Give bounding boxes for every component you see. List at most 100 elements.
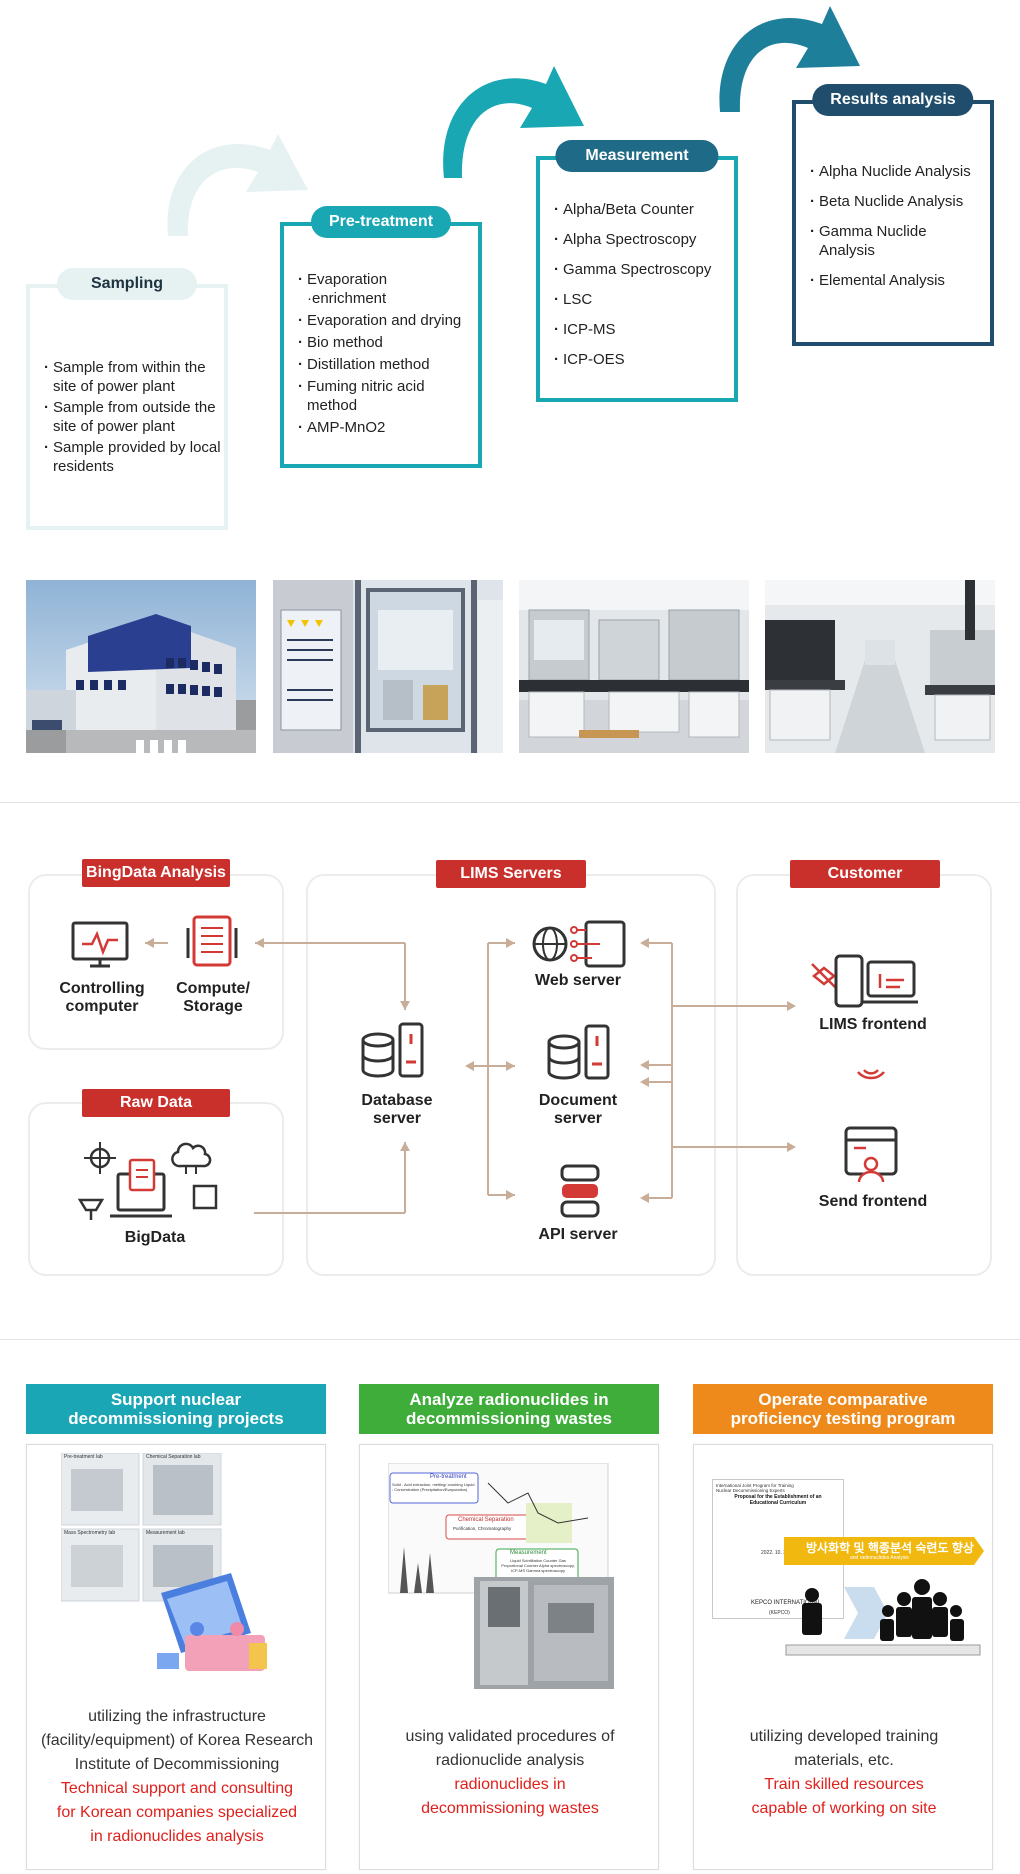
api-server-icon (560, 1164, 600, 1218)
diagram-pretreatment-text: Solid : Acid extraction, melting/ crushi… (392, 1482, 475, 1492)
card-text: utilizing developed training materials, … (749, 1728, 939, 1769)
card-description: utilizing the infrastructure (facility/e… (27, 1705, 327, 1849)
list-item: Sample from within the site of power pla… (44, 358, 224, 396)
lims-frontend-label: LIMS frontend (819, 1016, 927, 1033)
lims-frontend-icon (811, 954, 918, 1008)
section-divider (0, 802, 1020, 803)
lab-interior-photo (519, 580, 749, 753)
list-item: Gamma Nuclide Analysis (810, 222, 950, 260)
card-operate: International Joint Program for Training… (693, 1444, 993, 1870)
training-illustration (784, 1537, 984, 1656)
raw-data-panel (28, 1102, 284, 1276)
list-item: Alpha/Beta Counter (554, 200, 736, 219)
send-frontend-label: Send frontend (818, 1193, 928, 1210)
stage-sampling: Sampling Sample from within the site of … (26, 268, 228, 530)
list-item: Sample provided by local residents (44, 438, 224, 476)
list-item: ICP-OES (554, 350, 736, 369)
api-server-label: API server (538, 1226, 618, 1243)
signal-icon (857, 1069, 885, 1080)
list-item: Fuming nitric acid method (298, 377, 458, 415)
card-support: Pre-treatment lab Chemical Separation la… (26, 1444, 326, 1870)
customer-panel (736, 874, 992, 1276)
stage-measurement: Measurement Alpha/Beta Counter Alpha Spe… (536, 140, 738, 402)
card-highlight: radionuclides in decommissioning wastes (421, 1776, 599, 1817)
list-item: Alpha Nuclide Analysis (810, 162, 992, 181)
doc-line: Nuclear Decommissioning Experts (716, 1488, 785, 1493)
doc-org: KEPCO INTERNATIONAL (751, 1600, 822, 1606)
card-text: utilizing the infrastructure (facility/e… (40, 1708, 314, 1773)
stage-list: Evaporation ·enrichment Evaporation and … (298, 270, 478, 437)
diagram-chemsep-title: Chemical Separation (458, 1517, 514, 1523)
group-label-customer: Customer (790, 860, 940, 888)
list-item: AMP-MnO2 (298, 418, 478, 437)
group-label-raw-data: Raw Data (82, 1089, 230, 1117)
curved-arrow-icon (167, 134, 308, 236)
database-server-label: Database server (361, 1092, 433, 1127)
list-item: Distillation method (298, 355, 478, 374)
banner-text: 방사화학 및 핵종분석 숙련도 향상 (806, 1541, 974, 1555)
database-server-icon (361, 1022, 424, 1078)
send-frontend-icon (844, 1126, 898, 1183)
stage-title: Measurement (555, 140, 719, 172)
card-description: using validated procedures of radionucli… (360, 1725, 660, 1821)
diagram-pretreatment-title: Pre-treatment (430, 1474, 467, 1480)
card-analyze: Pre-treatment Solid : Acid extraction, m… (359, 1444, 659, 1870)
curved-arrow-icon (443, 66, 584, 178)
stage-title: Pre-treatment (310, 206, 452, 238)
diagram-measure-title: Measurement (510, 1550, 547, 1556)
monitor-icon (71, 921, 129, 968)
card-highlight: Train skilled resources capable of worki… (751, 1776, 937, 1817)
web-server-icon (532, 920, 626, 968)
document-server-icon (547, 1024, 610, 1080)
bigdata-icon (77, 1142, 218, 1220)
section-divider (0, 1339, 1020, 1340)
thumb-label: Measurement lab (146, 1530, 185, 1536)
server-rack-icon (186, 915, 238, 967)
thumb-label: Pre-treatment lab (64, 1454, 103, 1460)
stage-list: Alpha/Beta Counter Alpha Spectroscopy Ga… (554, 200, 736, 369)
card-title: Analyze radionuclides in decommissioning… (359, 1384, 659, 1434)
web-server-label: Web server (535, 972, 621, 989)
card-title: Operate comparative proficiency testing … (693, 1384, 993, 1434)
group-label-bigdata-analysis: BingData Analysis (82, 859, 230, 887)
diagram-measure-text: Liquid Scintillation Counter Gas Proport… (501, 1558, 575, 1573)
analysis-process-illustration (388, 1463, 614, 1689)
doc-org-sub: (KEPCO) (769, 1610, 790, 1616)
thumb-label: Mass Spectrometry lab (64, 1530, 116, 1536)
stage-list: Alpha Nuclide Analysis Beta Nuclide Anal… (810, 162, 992, 290)
lab-corridor-photo (765, 580, 995, 753)
building-photo (26, 580, 256, 753)
list-item: ICP-MS (554, 320, 736, 339)
lab-collage-illustration (61, 1453, 267, 1671)
banner-subtext: and radionuclides Analysis (850, 1555, 909, 1561)
list-item: Bio method (298, 333, 478, 352)
card-highlight: Technical support and consulting for Kor… (56, 1780, 298, 1845)
list-item: Alpha Spectroscopy (554, 230, 736, 249)
list-item: LSC (554, 290, 736, 309)
stage-results: Results analysis Alpha Nuclide Analysis … (792, 84, 994, 346)
curved-arrow-icon (719, 6, 860, 112)
stage-list: Sample from within the site of power pla… (44, 358, 224, 476)
list-item: Beta Nuclide Analysis (810, 192, 992, 211)
list-item: Evaporation ·enrichment (298, 270, 408, 308)
list-item: Sample from outside the site of power pl… (44, 398, 224, 436)
list-item: Evaporation and drying (298, 311, 478, 330)
doc-heading: Proposal for the Establishment of an Edu… (734, 1494, 822, 1506)
stage-title: Sampling (56, 268, 198, 300)
stage-title: Results analysis (812, 84, 974, 116)
card-title: Support nuclear decommissioning projects (26, 1384, 326, 1434)
group-label-lims-servers: LIMS Servers (436, 860, 586, 888)
thumb-label: Chemical Separation lab (146, 1454, 201, 1460)
document-server-label: Document server (538, 1092, 618, 1127)
card-description: utilizing developed training materials, … (694, 1725, 994, 1821)
bigdata-label: BigData (124, 1229, 186, 1246)
lab-entrance-photo (273, 580, 503, 753)
controlling-computer-label: Controlling computer (59, 980, 145, 1015)
list-item: Gamma Spectroscopy (554, 260, 736, 279)
doc-date: 2022. 10. 3 (761, 1550, 787, 1556)
stage-pretreatment: Pre-treatment Evaporation ·enrichment Ev… (280, 206, 482, 468)
diagram-chemsep-text: Purification, Chromatography (453, 1526, 512, 1531)
connector-lines (145, 938, 796, 1214)
list-item: Elemental Analysis (810, 271, 992, 290)
card-text: using validated procedures of radionucli… (405, 1728, 615, 1769)
